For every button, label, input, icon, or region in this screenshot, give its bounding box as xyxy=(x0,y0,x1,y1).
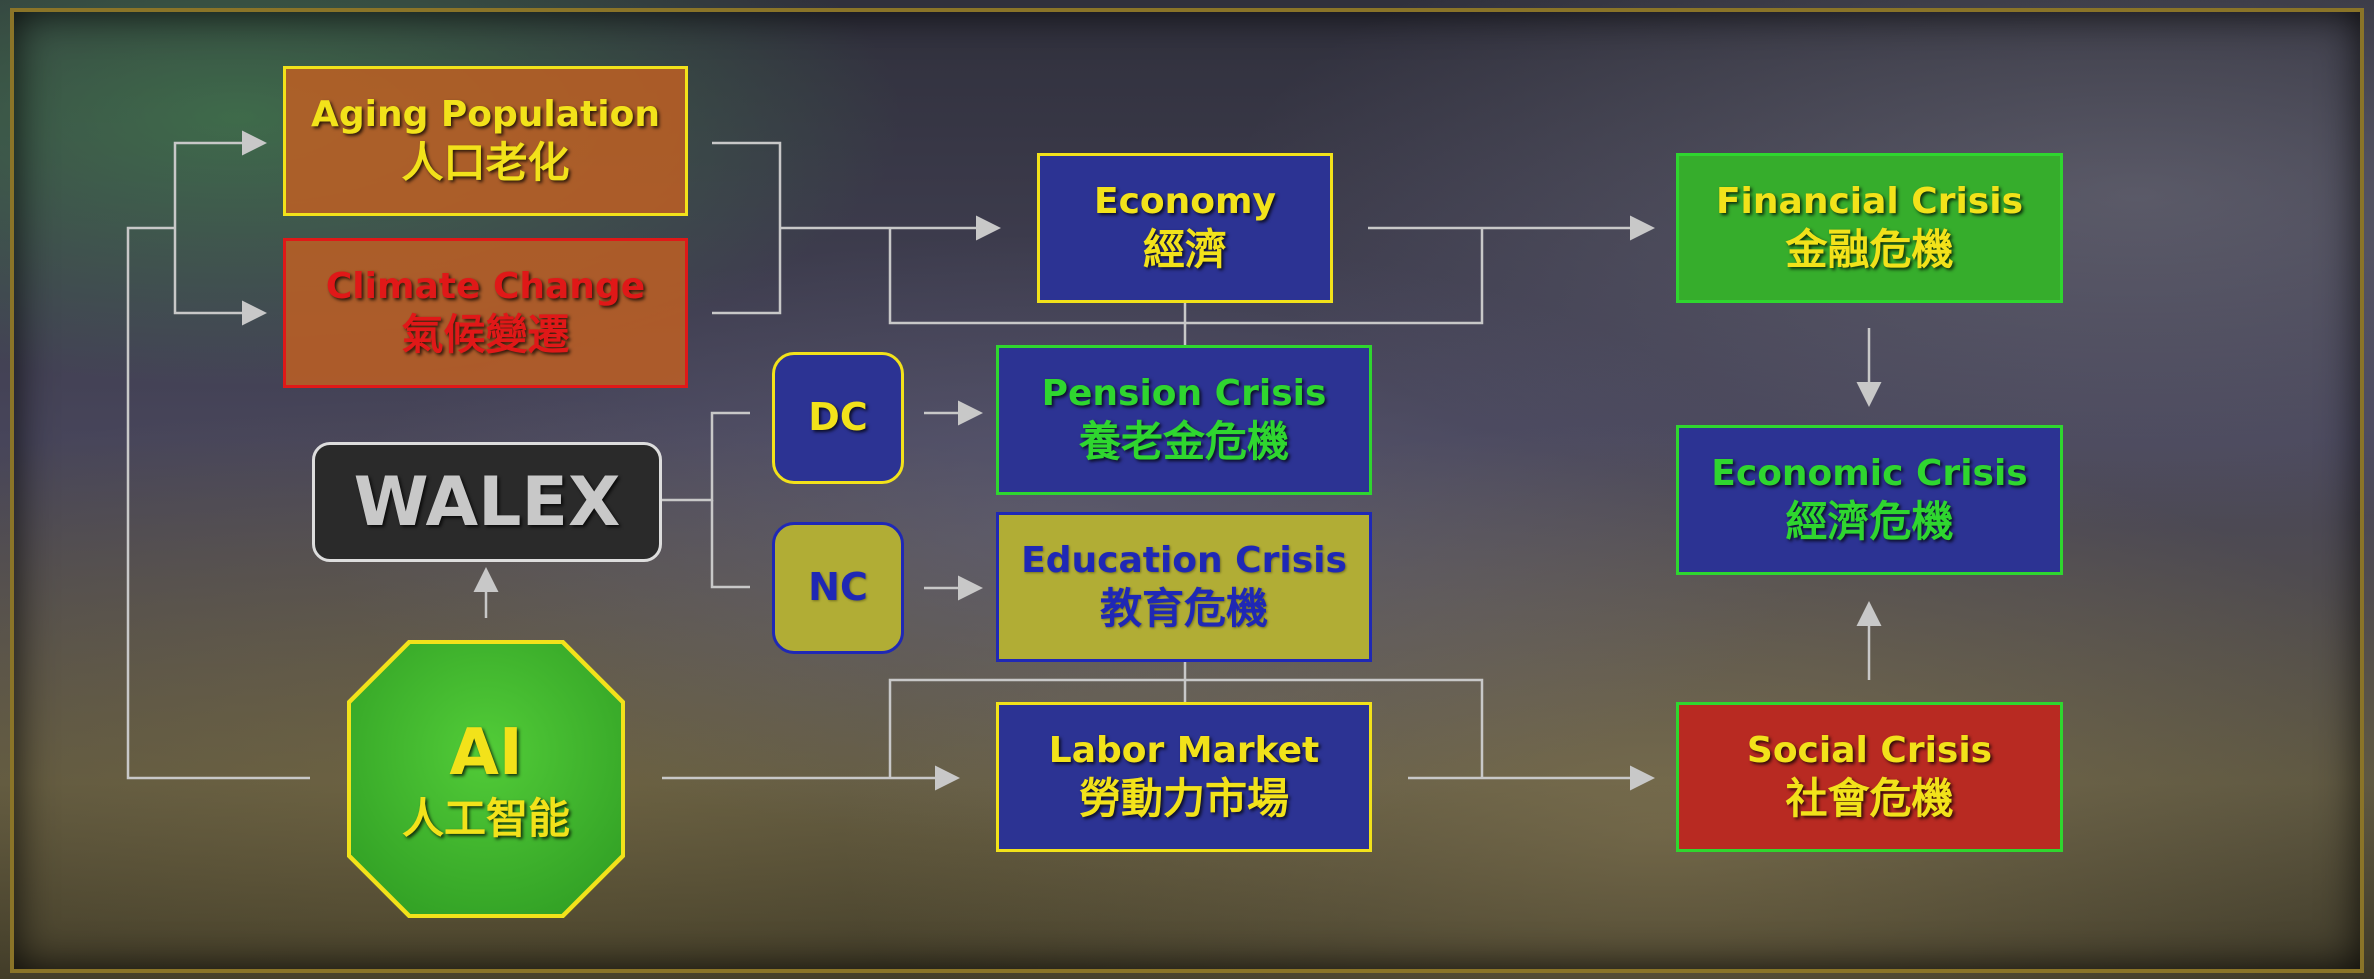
climate-change-box: Climate Change 氣候變遷 xyxy=(283,238,688,388)
arrow-to-climate xyxy=(173,228,267,326)
financial-label-zh: 金融危機 xyxy=(1785,225,1954,275)
walex-branch-line xyxy=(662,411,750,502)
walex-label: WALEX xyxy=(353,462,621,542)
education-crisis-box: Education Crisis 教育危機 xyxy=(996,512,1372,662)
dc-box: DC xyxy=(772,352,904,484)
nc-box: NC xyxy=(772,522,904,654)
education-label-zh: 教育危機 xyxy=(1099,584,1268,634)
aging-population-box: Aging Population 人口老化 xyxy=(283,66,688,216)
ai-to-inputs-line xyxy=(126,226,310,780)
ai-box: AI 人工智能 xyxy=(347,640,625,918)
pension-crisis-box: Pension Crisis 養老金危機 xyxy=(996,345,1372,495)
arrow-to-aging xyxy=(173,130,267,228)
social-crisis-box: Social Crisis 社會危機 xyxy=(1676,702,2063,852)
economy-label-en: Economy xyxy=(1093,181,1276,223)
economy-box: Economy 經濟 xyxy=(1037,153,1333,303)
gold-frame xyxy=(10,8,2364,973)
aging-merge-line xyxy=(712,141,782,315)
dc-label: DC xyxy=(808,395,868,440)
climate-label-en: Climate Change xyxy=(325,266,646,308)
climate-label-zh: 氣候變遷 xyxy=(401,310,570,360)
ai-label-en: AI xyxy=(449,715,523,790)
economic-crisis-box: Economic Crisis 經濟危機 xyxy=(1676,425,2063,575)
nc-label: NC xyxy=(808,565,868,610)
ai-label-zh: 人工智能 xyxy=(401,793,570,843)
labor-label-zh: 勞動力市場 xyxy=(1078,774,1289,824)
pension-label-zh: 養老金危機 xyxy=(1078,417,1289,467)
walex-box: WALEX xyxy=(312,442,662,562)
labor-label-en: Labor Market xyxy=(1048,730,1320,772)
social-label-zh: 社會危機 xyxy=(1785,774,1954,824)
ai-octagon-fill xyxy=(351,644,621,914)
walex-branch-line-2 xyxy=(710,500,750,589)
economic-label-en: Economic Crisis xyxy=(1711,453,2028,495)
economy-label-zh: 經濟 xyxy=(1142,225,1227,275)
labor-market-box: Labor Market 勞動力市場 xyxy=(996,702,1372,852)
aging-label-en: Aging Population xyxy=(311,94,660,136)
aging-label-zh: 人口老化 xyxy=(401,138,570,188)
pension-label-en: Pension Crisis xyxy=(1041,373,1327,415)
financial-crisis-box: Financial Crisis 金融危機 xyxy=(1676,153,2063,303)
education-label-en: Education Crisis xyxy=(1021,540,1347,582)
financial-label-en: Financial Crisis xyxy=(1715,181,2024,223)
economic-label-zh: 經濟危機 xyxy=(1785,497,1954,547)
social-label-en: Social Crisis xyxy=(1746,730,1993,772)
